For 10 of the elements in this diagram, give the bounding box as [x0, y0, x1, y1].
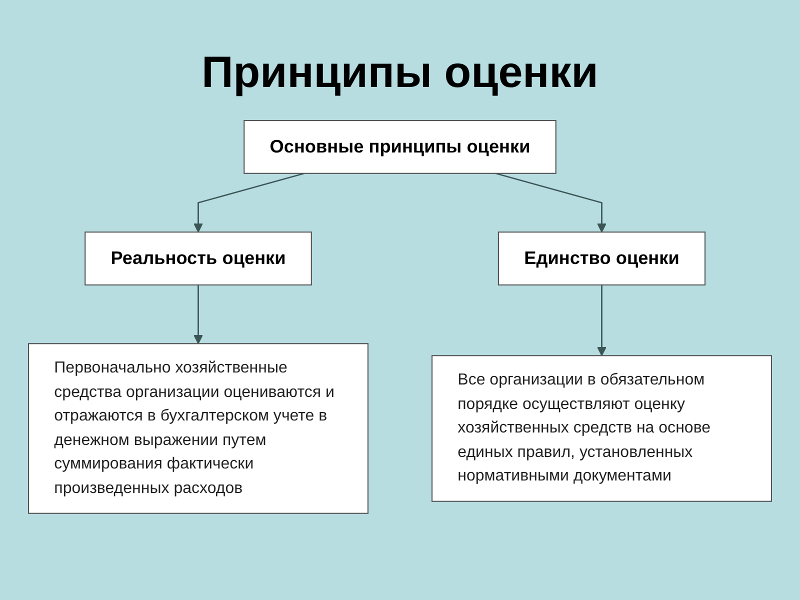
arrow [597, 284, 606, 356]
arrow [495, 172, 606, 232]
title: Принципы оценки [202, 48, 598, 98]
arrow [194, 284, 203, 344]
node-box: Основные принципы оценки [244, 120, 556, 174]
arrow [194, 172, 305, 232]
node-box: Реальность оценки [84, 232, 312, 286]
node-box: Все организации в обязательном порядке осуществляют оценку хозяйственных средств на основе единых правил, установленных нормативными документами [431, 355, 772, 502]
node-box: Единство оценки [498, 232, 706, 286]
node-box: Первоначально хозяйственные средства организации оцениваются и отражаются в бухгалтерском учете в денежном выражении путем суммирования фактически произведенных расходов [28, 343, 369, 514]
